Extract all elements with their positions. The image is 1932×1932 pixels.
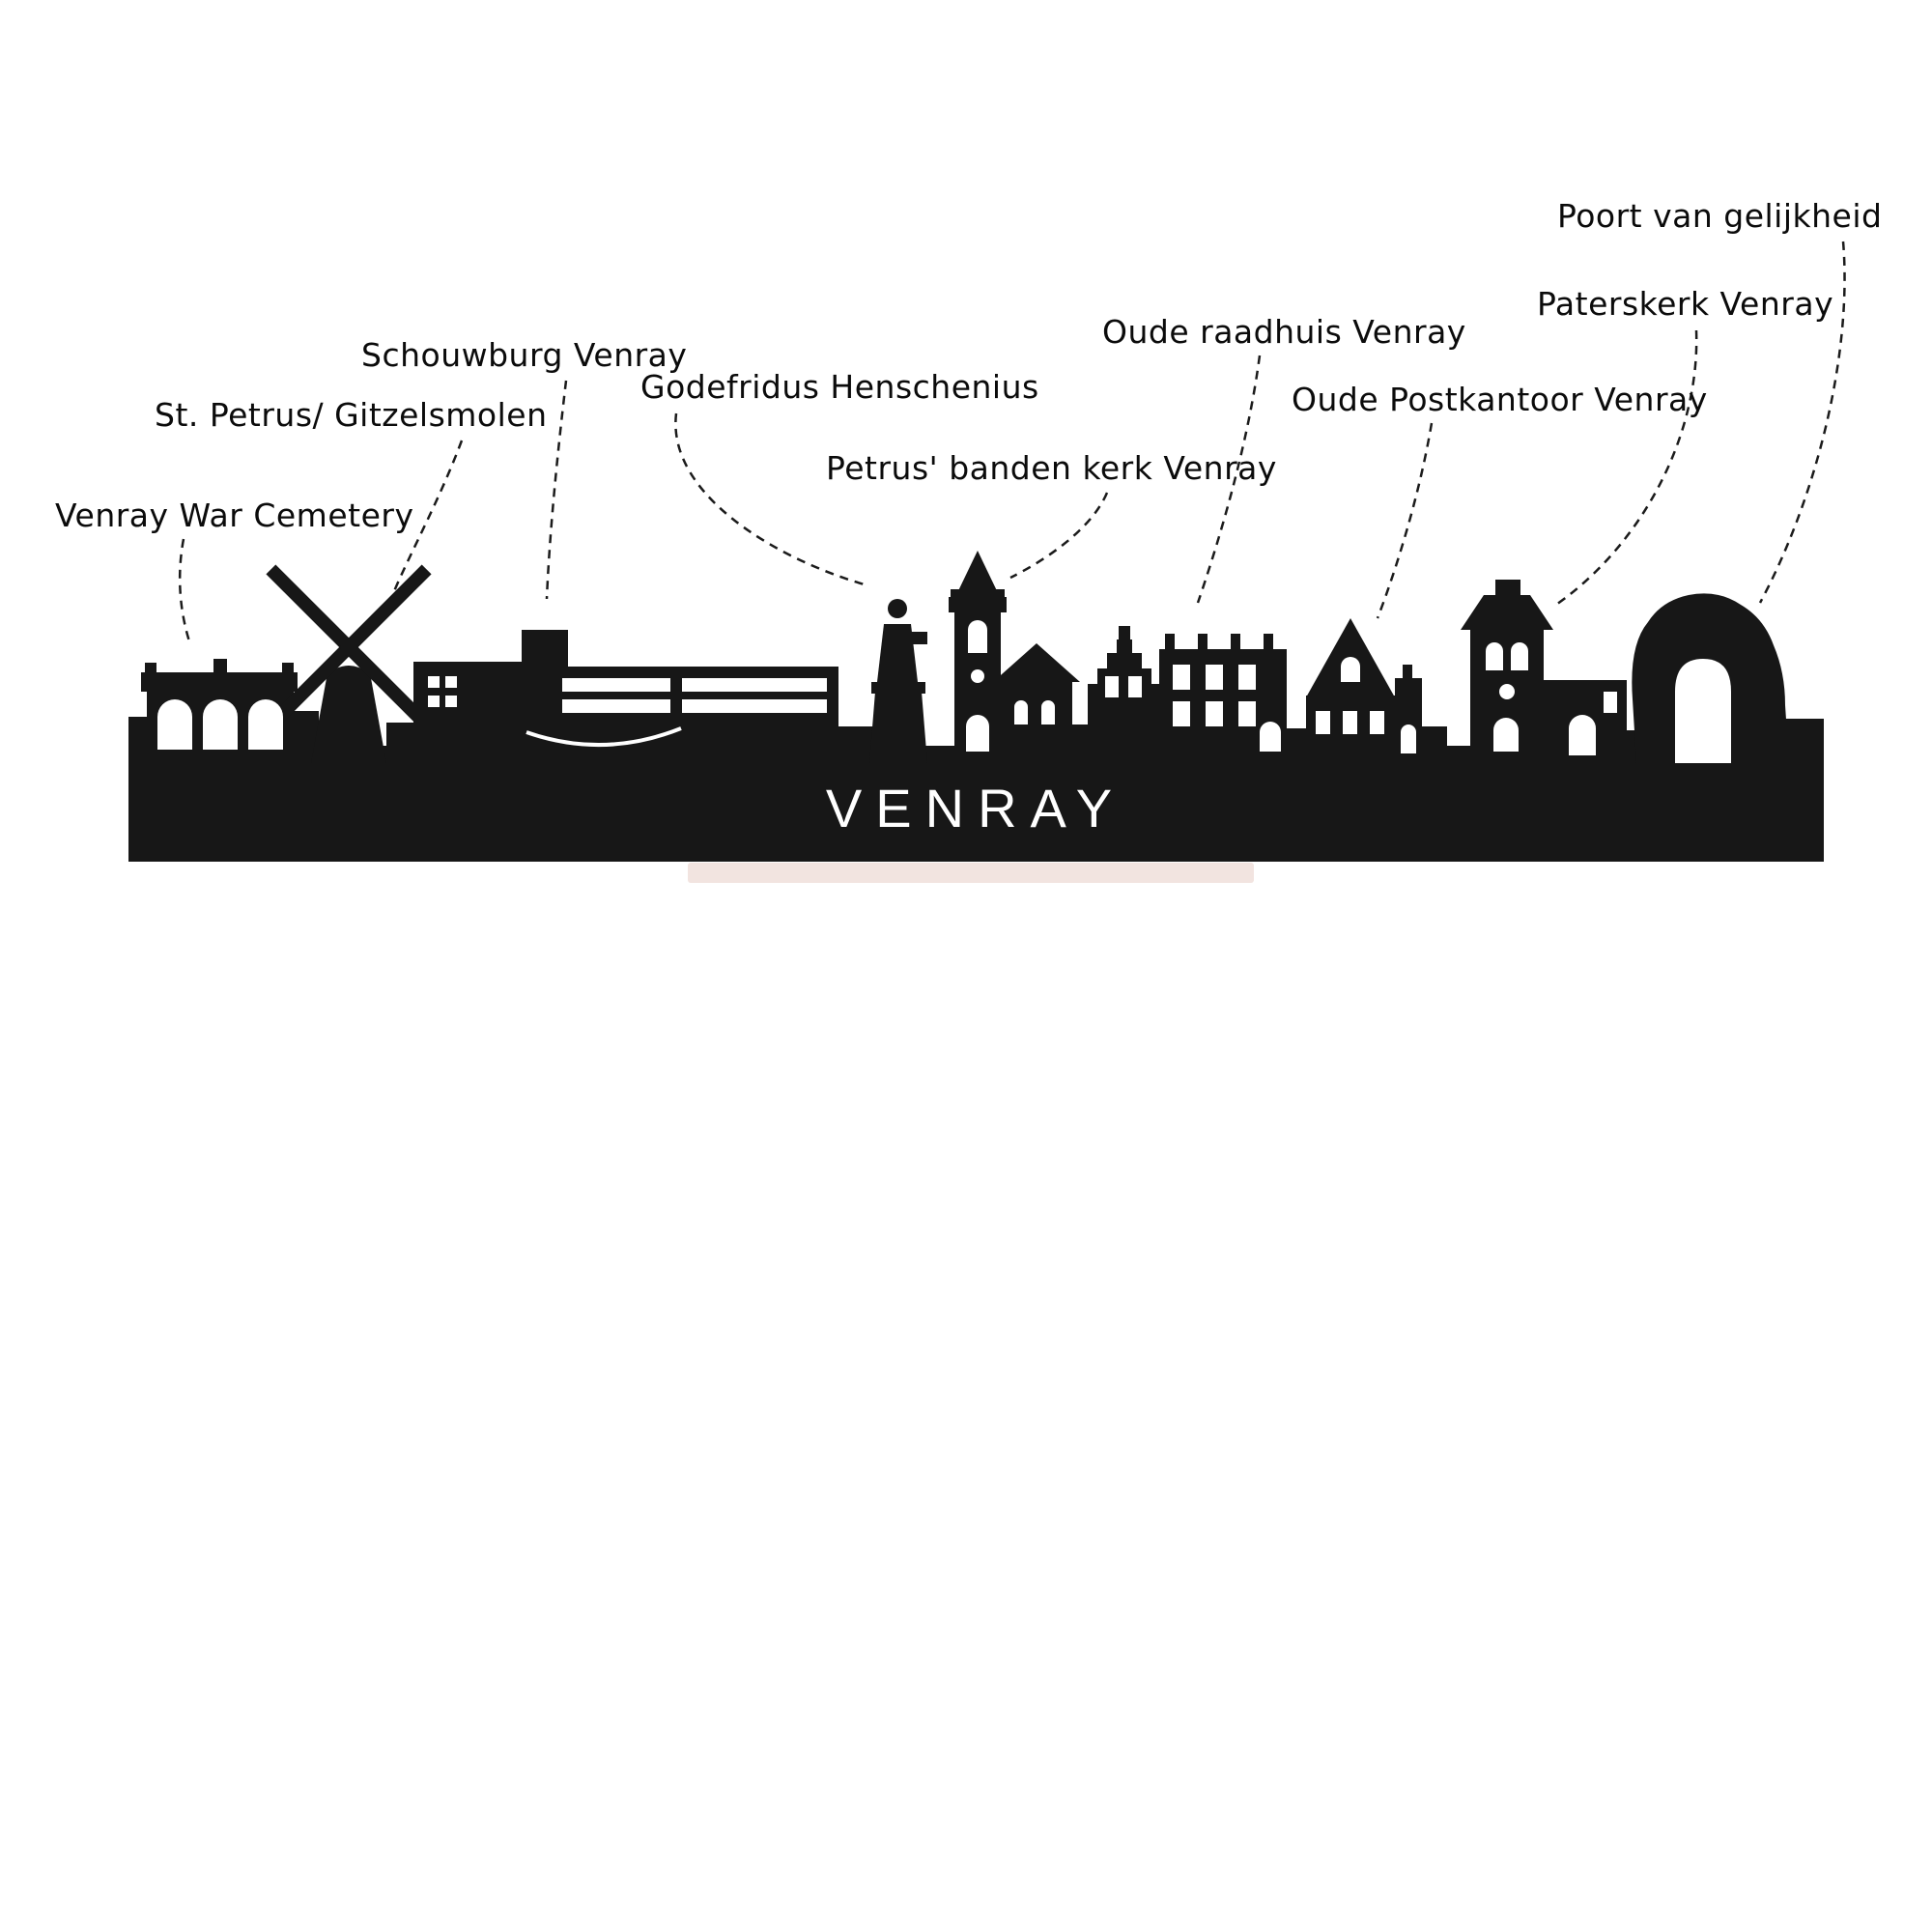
label-paterskerk: Paterskerk Venray bbox=[1537, 285, 1834, 323]
leader-line-poort bbox=[1758, 241, 1846, 604]
windmill-silhouette bbox=[266, 564, 432, 765]
leader-line-postkantoor bbox=[1376, 422, 1434, 619]
label-petrus-banden-kerk: Petrus' banden kerk Venray bbox=[826, 449, 1277, 487]
statue-godefridus-silhouette bbox=[869, 599, 927, 763]
leader-line-raadhuis bbox=[1196, 355, 1262, 604]
paterskerk-silhouette bbox=[1461, 580, 1640, 765]
label-oude-postkantoor: Oude Postkantoor Venray bbox=[1292, 381, 1708, 418]
skyline-city-name: VENRAY bbox=[826, 778, 1125, 838]
label-schouwburg-venray: Schouwburg Venray bbox=[361, 336, 688, 374]
postkantoor-silhouette bbox=[1306, 618, 1447, 765]
leader-line-schouwburg bbox=[545, 380, 568, 600]
schouwburg-silhouette bbox=[413, 630, 877, 765]
label-godefridus-henschenius: Godefridus Henschenius bbox=[640, 368, 1039, 406]
leader-line-petrus-banden bbox=[1009, 492, 1109, 580]
display-stand bbox=[688, 863, 1254, 883]
leader-line-godefridus bbox=[674, 412, 868, 587]
label-venray-war-cemetery: Venray War Cemetery bbox=[55, 497, 414, 534]
label-poort-van-gelijkheid: Poort van gelijkheid bbox=[1557, 197, 1883, 235]
label-oude-raadhuis: Oude raadhuis Venray bbox=[1102, 313, 1466, 351]
leader-lines bbox=[178, 241, 1846, 642]
label-st-petrus-gitzelsmolen: St. Petrus/ Gitzelsmolen bbox=[155, 396, 548, 434]
silhouette-cutouts bbox=[157, 620, 1731, 763]
petrus-banden-kerk-silhouette bbox=[949, 551, 1092, 765]
leader-line-gitzelsmolen bbox=[392, 440, 464, 592]
leader-line-paterskerk bbox=[1552, 329, 1698, 609]
leader-line-war-cemetery bbox=[178, 538, 191, 642]
